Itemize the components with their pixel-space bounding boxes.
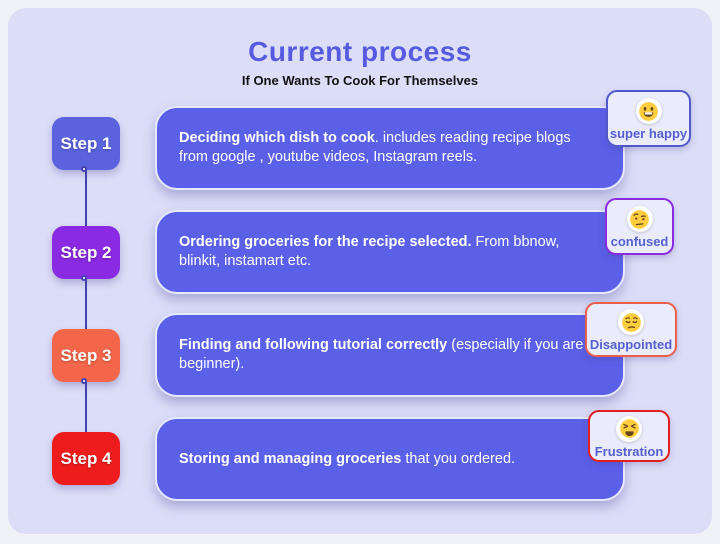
step-3-description-rest: (especially if you are beginner). — [179, 337, 584, 372]
step-2-description-bold: Ordering groceries for the recipe select… — [179, 234, 472, 250]
emotion-badge-confused: confused — [605, 198, 674, 255]
raised-eyebrow-face-icon — [626, 206, 653, 232]
emotion-label: Frustration — [594, 443, 664, 459]
step-2-description: Ordering groceries for the recipe select… — [157, 233, 623, 271]
emotion-label: super happy — [609, 126, 688, 141]
step-1-card: Deciding which dish to cook. includes re… — [155, 106, 625, 190]
step-1-description-bold: Deciding which dish to cook — [179, 130, 375, 146]
emotion-label: Disappointed — [589, 337, 673, 352]
step-2-description-rest: From bbnow, blinkit, instamart etc. — [179, 234, 560, 269]
emotion-badge-disappointed: Disappointed — [585, 302, 677, 357]
timeline-dot — [81, 378, 87, 384]
timeline-line — [85, 170, 87, 433]
step-4-description-rest: that you ordered. — [401, 450, 516, 467]
timeline-dot — [81, 166, 87, 172]
step-1-description-rest: . includes reading recipe blogs from goo… — [179, 130, 571, 165]
step-1-badge: Step 1 — [52, 117, 120, 170]
step-4-card: Storing and managing groceries that you … — [155, 417, 625, 501]
step-2-badge: Step 2 — [52, 226, 120, 279]
step-4-badge: Step 4 — [52, 432, 120, 485]
step-4-label: Step 4 — [60, 448, 112, 468]
step-3-card: Finding and following tutorial correctly… — [155, 313, 625, 397]
emotion-label: confused — [610, 234, 669, 249]
page-subtitle: If One Wants To Cook For Themselves — [241, 73, 479, 88]
tired-face-icon — [616, 415, 642, 442]
page-title: Current process — [248, 36, 472, 67]
step-4-description: Storing and managing groceries that you … — [157, 450, 553, 469]
step-3-description-bold: Finding and following tutorial correctly — [179, 337, 448, 353]
timeline-dot — [81, 275, 87, 281]
step-3-label: Step 3 — [60, 345, 112, 365]
step-1-label: Step 1 — [60, 133, 112, 153]
grinning-face-icon — [635, 98, 662, 124]
step-3-badge: Step 3 — [52, 329, 120, 382]
step-3-description: Finding and following tutorial correctly… — [157, 336, 623, 374]
step-1-description: Deciding which dish to cook. includes re… — [157, 129, 623, 167]
emotion-badge-super-happy: super happy — [606, 90, 691, 147]
pensive-face-icon — [618, 309, 644, 335]
step-2-card: Ordering groceries for the recipe select… — [155, 210, 625, 294]
emotion-badge-frustration: Frustration — [588, 410, 670, 462]
step-4-description-bold: Storing and managing groceries — [179, 450, 402, 467]
step-2-label: Step 2 — [60, 242, 112, 262]
